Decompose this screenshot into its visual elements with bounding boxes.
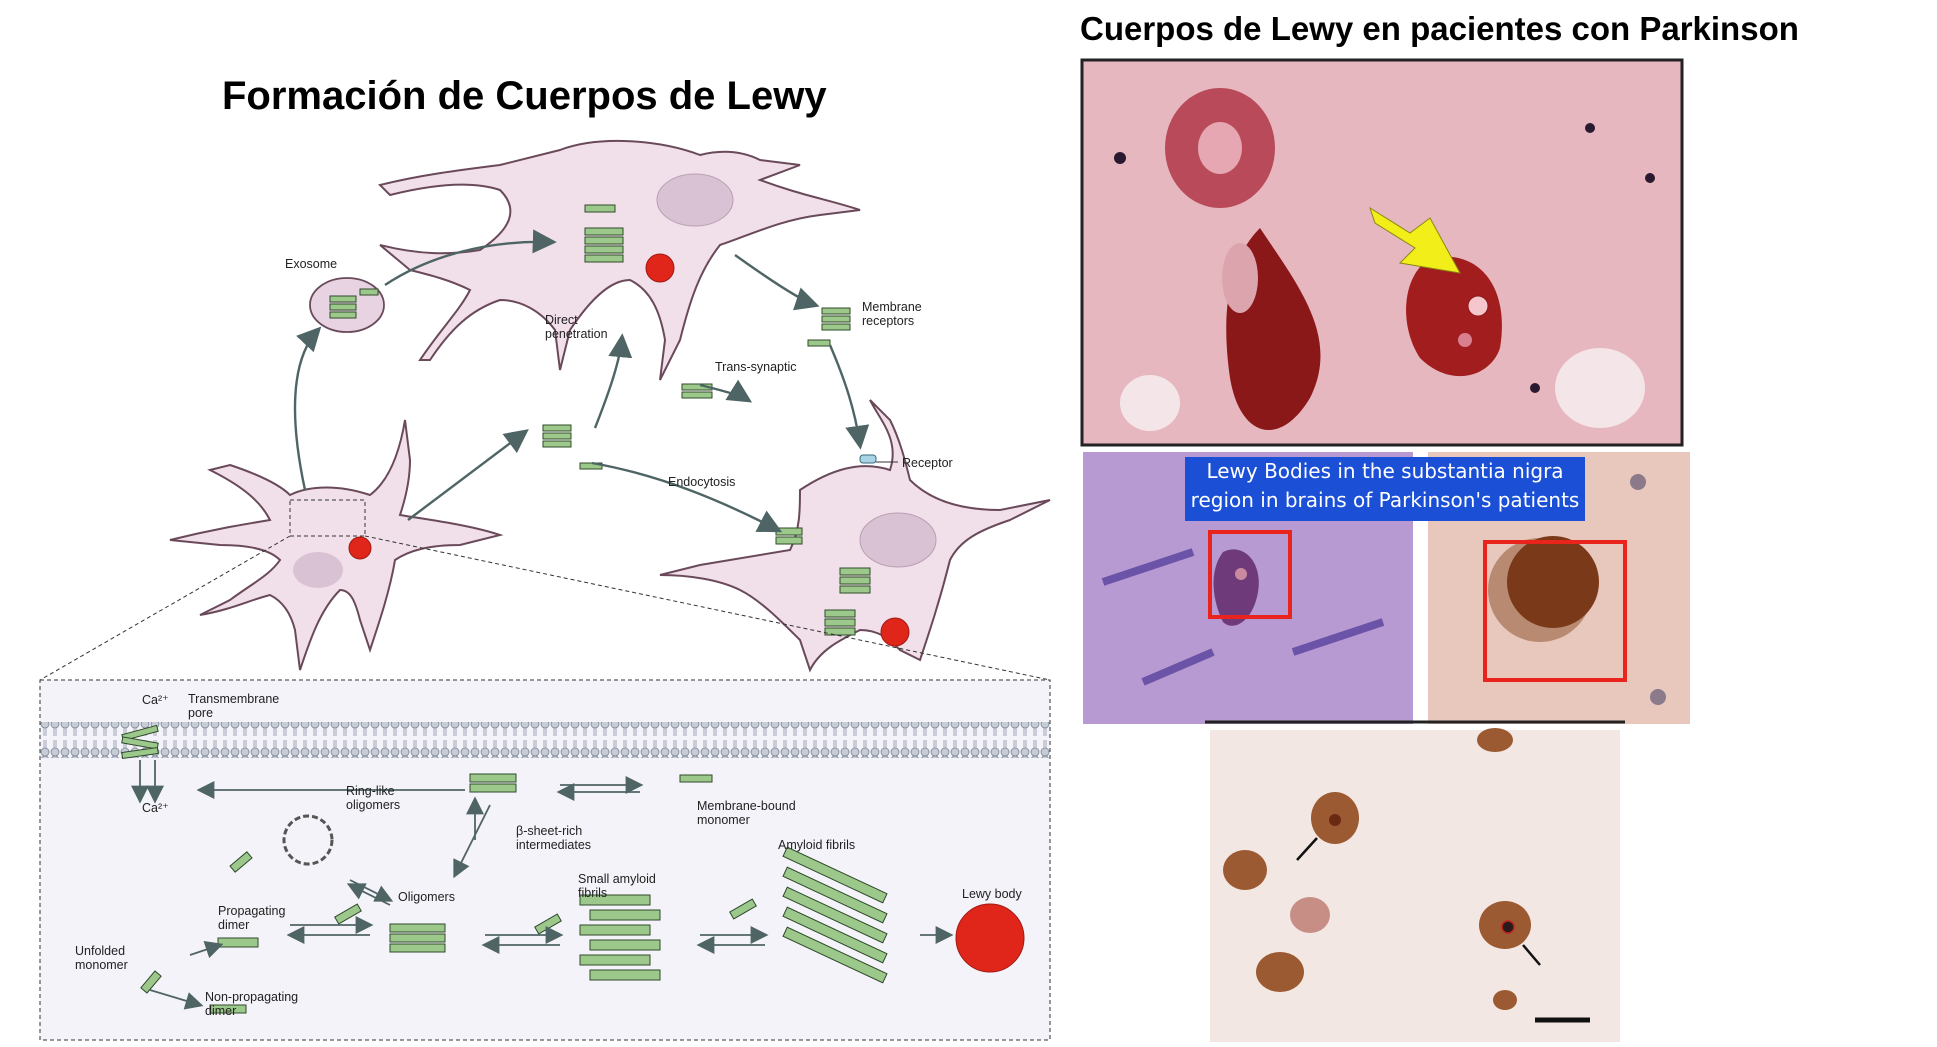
label-beta-sheet-2: intermediates — [516, 838, 591, 852]
label-unfolded-2: monomer — [75, 958, 128, 972]
caption-line-2: region in brains of Parkinson's patients — [1190, 488, 1580, 512]
label-transmembrane-1: Transmembrane — [188, 692, 279, 706]
label-beta-sheet-1: β-sheet-rich — [516, 824, 582, 838]
label-oligomers: Oligomers — [398, 890, 455, 904]
label-trans-synaptic: Trans-synaptic — [715, 360, 797, 374]
micrograph-bottom — [1205, 720, 1625, 1042]
target-neuron — [659, 399, 1051, 673]
label-nonprop-1: Non-propagating — [205, 990, 298, 1004]
label-ca-top: Ca²⁺ — [142, 693, 169, 707]
label-direct-1: Direct — [545, 313, 578, 327]
lewy-body-icon — [955, 903, 1025, 973]
label-membrane-receptors-1: Membrane — [862, 300, 922, 314]
pathway-arrows — [293, 229, 870, 533]
label-receptor: Receptor — [902, 456, 953, 470]
source-neuron — [169, 419, 504, 671]
lewy-formation-diagram: Exosome Direct penetration Membrane rece… — [39, 139, 1051, 1041]
caption-line-1: Lewy Bodies in the substantia nigra — [1206, 459, 1564, 483]
fibril-stacks — [140, 773, 888, 1014]
label-propagating-2: dimer — [218, 918, 249, 932]
micrograph-top — [1080, 58, 1684, 447]
top-neuron — [378, 139, 861, 381]
label-membrane-bound-2: monomer — [697, 813, 750, 827]
label-membrane-receptors-2: receptors — [862, 314, 914, 328]
label-ring-like-2: oligomers — [346, 798, 400, 812]
label-lewy-body: Lewy body — [962, 887, 1023, 901]
label-ring-like-1: Ring-like — [346, 784, 395, 798]
transmembrane-pore — [121, 724, 159, 760]
molecular-pathway-inset: Ca²⁺ Transmembrane pore Ca²⁺ Ring-like o… — [39, 679, 1051, 1041]
receptor-icon — [859, 454, 877, 464]
label-ca-bottom: Ca²⁺ — [142, 801, 169, 815]
label-propagating-1: Propagating — [218, 904, 285, 918]
label-small-fibrils-1: Small amyloid — [578, 872, 656, 886]
exosome — [309, 277, 385, 333]
micrograph-caption: Lewy Bodies in the substantia nigra regi… — [1185, 457, 1585, 521]
label-amyloid-fibrils: Amyloid fibrils — [778, 838, 855, 852]
label-small-fibrils-2: fibrils — [578, 886, 607, 900]
label-endocytosis: Endocytosis — [668, 475, 735, 489]
right-title: Cuerpos de Lewy en pacientes con Parkins… — [1080, 10, 1799, 47]
label-direct-2: penetration — [545, 327, 608, 341]
label-transmembrane-2: pore — [188, 706, 213, 720]
label-unfolded-1: Unfolded — [75, 944, 125, 958]
label-exosome: Exosome — [285, 257, 337, 271]
label-membrane-bound-1: Membrane-bound — [697, 799, 796, 813]
ring-oligomer — [282, 814, 334, 866]
left-title: Formación de Cuerpos de Lewy — [222, 74, 827, 118]
free-aggregates — [542, 307, 851, 470]
label-nonprop-2: dimer — [205, 1004, 236, 1018]
